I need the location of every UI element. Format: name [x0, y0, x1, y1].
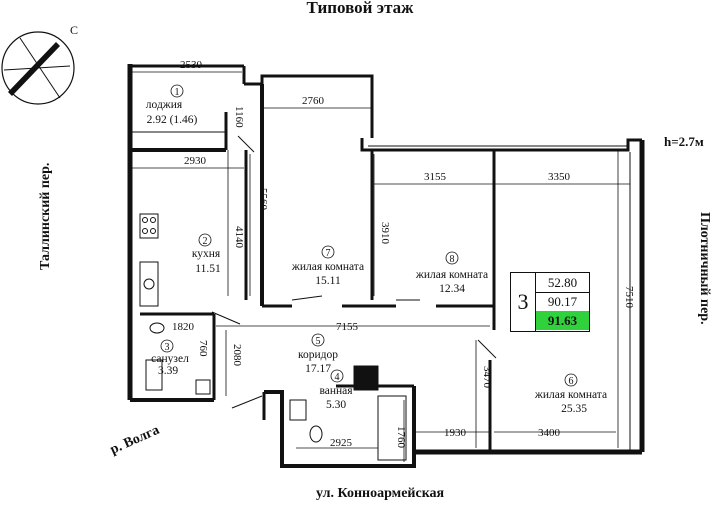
room-6-number: 6	[569, 376, 574, 387]
room-2-area: 11.51	[195, 263, 221, 275]
room-5-number: 5	[316, 336, 321, 347]
room-7-number: 7	[326, 248, 331, 259]
dim-2530: 2530	[180, 59, 203, 71]
room-6-name: жилая комната	[534, 389, 607, 401]
room-8-number: 8	[450, 254, 455, 265]
room-4-number: 4	[335, 372, 340, 383]
room-5-area: 17.17	[305, 363, 331, 375]
room-7-name: жилая комната	[291, 261, 364, 273]
compass-icon	[1, 31, 75, 105]
walls	[127, 64, 645, 468]
room-2-name: кухня	[192, 248, 221, 260]
dim-3350: 3350	[548, 171, 571, 183]
dimension-labels: 2530 1160 2760 2930 3155 3350 5560 4140 …	[172, 59, 635, 449]
room-8-name: жилая комната	[415, 269, 488, 281]
dim-1160: 1160	[233, 106, 245, 128]
total-area: 91.63	[536, 311, 589, 330]
room-7-area: 15.11	[315, 275, 341, 287]
area-summary-box: 3 52.80 90.17 91.63	[510, 272, 590, 332]
dim-2760: 2760	[302, 95, 325, 107]
dim-7510: 7510	[623, 286, 635, 309]
street-label-bottom: ул. Конноармейская	[316, 486, 445, 501]
dim-4140: 4140	[233, 226, 245, 249]
dim-2080: 2080	[231, 344, 243, 367]
dim-5560: 5560	[257, 188, 269, 211]
room-5-name: коридор	[298, 349, 338, 361]
room-labels: 1 лоджия 2.92 (1.46) 2 кухня 11.51 3 сан…	[146, 84, 607, 415]
dim-3155: 3155	[424, 171, 447, 183]
room-8-area: 12.34	[439, 283, 465, 295]
dim-3470: 3470	[481, 366, 493, 389]
sanitary-fixtures	[145, 322, 407, 461]
dim-1930: 1930	[444, 427, 467, 439]
kitchen-fixtures	[139, 213, 159, 307]
dim-2930: 2930	[184, 155, 207, 167]
room-1-number: 1	[175, 87, 180, 98]
room-2-number: 2	[203, 236, 208, 247]
dim-2925: 2925	[330, 437, 353, 449]
dim-3910: 3910	[379, 222, 391, 245]
dimension-lines	[132, 71, 630, 462]
dim-760: 760	[197, 340, 209, 357]
dim-7155: 7155	[336, 321, 359, 333]
room-4-area: 5.30	[326, 399, 346, 411]
dim-1820: 1820	[172, 321, 195, 333]
rooms-count: 3	[511, 273, 536, 331]
dim-3400: 3400	[538, 427, 561, 439]
room-3-area: 3.39	[158, 365, 178, 377]
plan-title: Типовой этаж	[306, 0, 414, 17]
room-1-area: 2.92 (1.46)	[147, 114, 198, 126]
room-3-name: санузел	[151, 353, 189, 365]
ceiling-height-label: h=2.7м	[664, 134, 704, 149]
room-3-number: 3	[165, 342, 170, 353]
compass-north-letter: С	[70, 23, 78, 37]
room-6-area: 25.35	[561, 403, 587, 415]
living-area: 52.80	[536, 273, 589, 293]
dim-1760: 1760	[395, 426, 407, 449]
area-without-loggia: 90.17	[536, 292, 589, 312]
room-1-name: лоджия	[146, 99, 183, 111]
room-4-name: ванная	[319, 385, 353, 397]
